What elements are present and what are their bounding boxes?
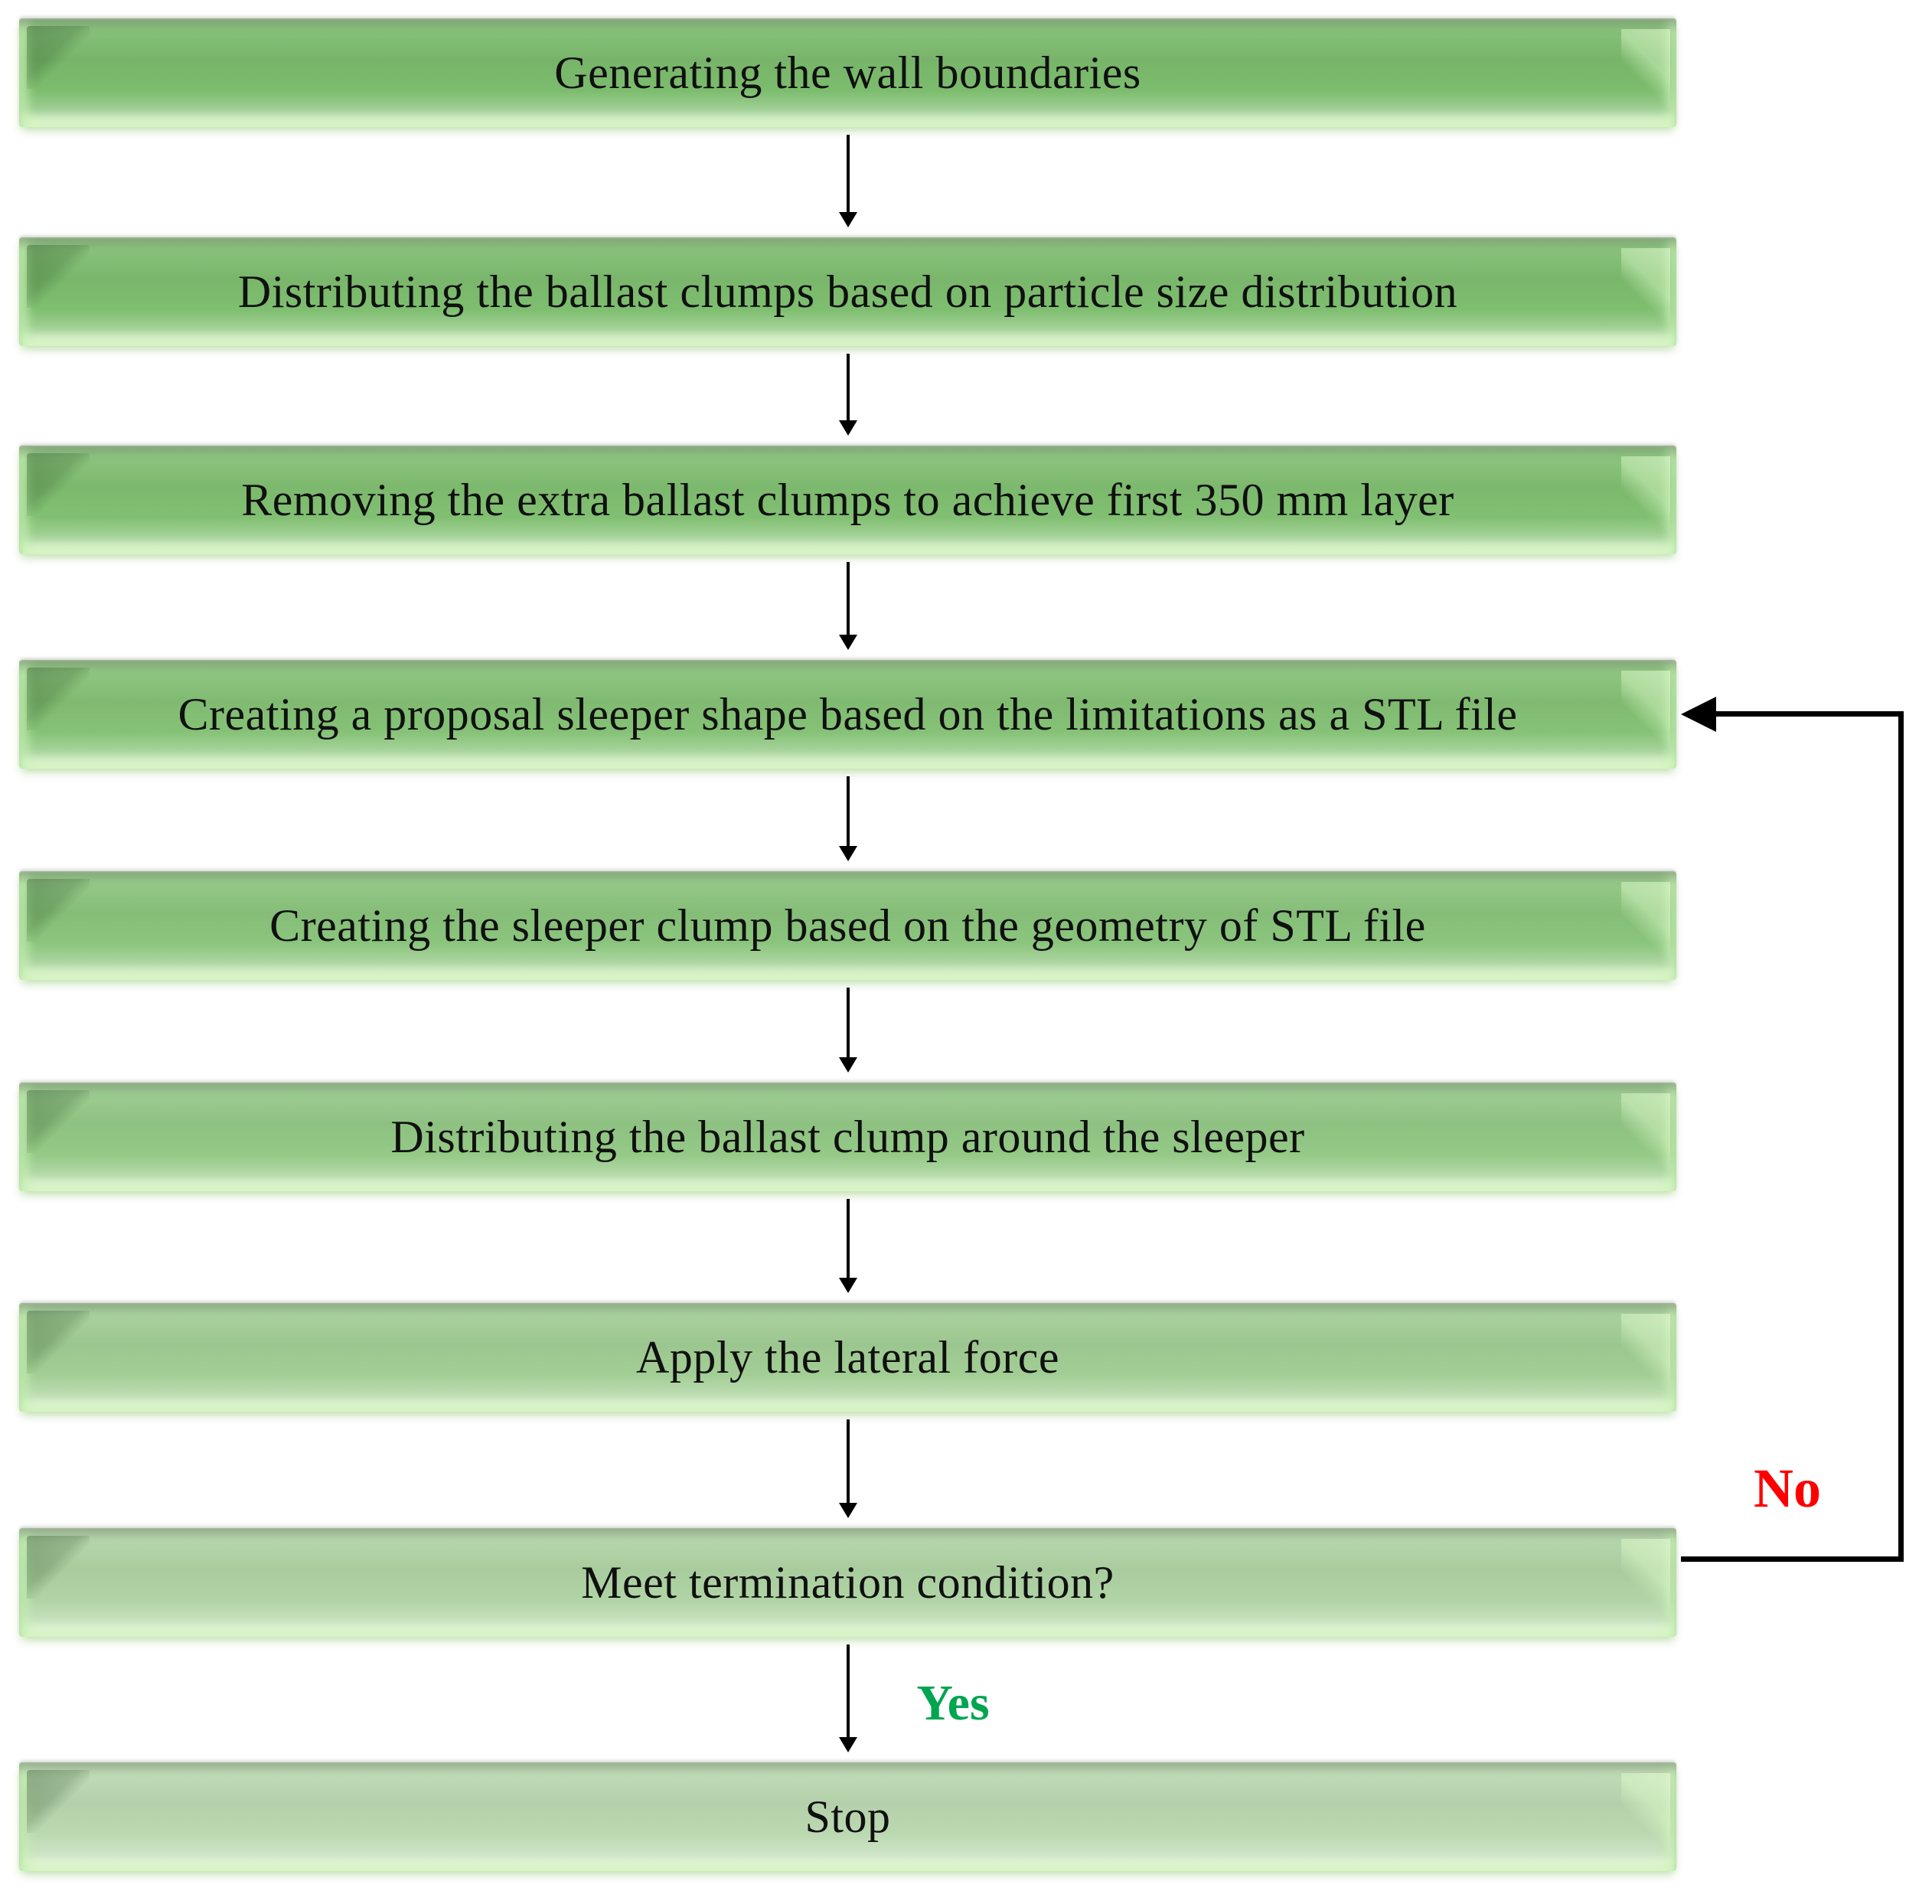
arrow-down-4 xyxy=(847,776,850,847)
flow-step-4: Creating a proposal sleeper shape based … xyxy=(19,660,1676,769)
no-branch-label: No xyxy=(1754,1458,1821,1519)
no-loop-line-right xyxy=(1898,711,1904,1562)
flow-step-label: Apply the lateral force xyxy=(636,1332,1059,1383)
flow-step-3: Removing the extra ballast clumps to ach… xyxy=(19,446,1676,554)
flow-step-label: Meet termination condition? xyxy=(581,1557,1114,1608)
no-loop-line-top xyxy=(1715,711,1904,717)
loop-arrowhead-left-icon xyxy=(1681,697,1716,732)
flow-step-label: Distributing the ballast clump around th… xyxy=(390,1112,1305,1162)
flow-step-5: Creating the sleeper clump based on the … xyxy=(19,871,1676,980)
flow-step-7: Apply the lateral force xyxy=(19,1303,1676,1412)
arrow-down-3 xyxy=(847,562,850,635)
flow-step-label: Creating a proposal sleeper shape based … xyxy=(178,689,1518,740)
flow-step-label: Creating the sleeper clump based on the … xyxy=(269,900,1426,951)
flow-step-label: Distributing the ballast clumps based on… xyxy=(237,266,1458,317)
arrow-down-6 xyxy=(847,1199,850,1279)
arrow-down-5 xyxy=(847,988,850,1058)
flow-step-label: Removing the extra ballast clumps to ach… xyxy=(241,475,1454,525)
flow-step-6: Distributing the ballast clump around th… xyxy=(19,1083,1676,1191)
arrow-down-1 xyxy=(847,135,850,213)
yes-branch-label: Yes xyxy=(916,1675,990,1731)
arrow-down-2 xyxy=(847,354,850,421)
no-loop-line-bottom xyxy=(1681,1556,1904,1562)
arrow-down-7 xyxy=(847,1419,850,1504)
arrow-down-8 xyxy=(847,1644,850,1738)
flow-step-2: Distributing the ballast clumps based on… xyxy=(19,237,1676,346)
flow-step-9: Stop xyxy=(19,1762,1676,1871)
flow-step-label: Stop xyxy=(804,1791,891,1842)
flow-step-8: Meet termination condition? xyxy=(19,1528,1676,1637)
flow-step-label: Generating the wall boundaries xyxy=(554,47,1141,98)
flow-step-1: Generating the wall boundaries xyxy=(19,18,1676,127)
